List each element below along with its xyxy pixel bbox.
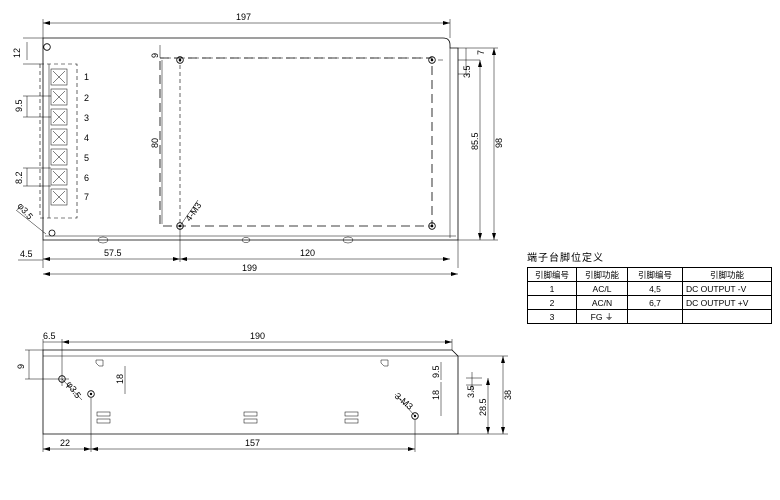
dim-bottom-b: 120 — [300, 248, 315, 258]
table-cell: DC OUTPUT +V — [682, 295, 772, 310]
dim-pitch: 9.5 — [14, 99, 24, 112]
mount-screws — [176, 56, 436, 230]
terminal-number: 1 — [84, 72, 89, 82]
dim-side-right-b: 18 — [431, 390, 441, 400]
dim-bottom-total: 199 — [242, 263, 257, 273]
hole-top-left — [43, 43, 51, 51]
dim-right-c: 85.5 — [470, 132, 480, 150]
terminal-number: 6 — [84, 173, 89, 183]
table-cell: 6,7 — [627, 295, 683, 310]
dim-side-overall: 190 — [250, 331, 265, 341]
dim-mount-vertical: 80 — [150, 138, 160, 148]
table-cell: 1 — [527, 281, 577, 296]
table-row: 2 AC/N 6,7 DC OUTPUT +V — [527, 295, 772, 310]
dim-hole-dia: φ3.5 — [15, 201, 34, 221]
dim-side-hole-dia: φ3.5 — [64, 379, 83, 400]
table-cell: FG ⏚ — [576, 309, 628, 324]
terminal-number: 3 — [84, 113, 89, 123]
table-cell: AC/L — [576, 281, 628, 296]
dim-side-thread: 3-M3 — [393, 391, 415, 412]
terminal-screws — [48, 64, 68, 218]
pin-definition-table: 端子台脚位定义 引脚编号 引脚功能 引脚编号 引脚功能 1 AC/L 4,5 D… — [527, 249, 772, 324]
bottom-features — [45, 235, 456, 244]
top-view-outline — [42, 37, 459, 241]
dim-side-right-d: 28.5 — [478, 398, 488, 416]
table-header-cell: 引脚功能 — [576, 267, 628, 282]
dim-side-left-v: 9 — [16, 364, 26, 369]
dim-side-right-e: 38 — [503, 390, 513, 400]
terminal-number: 5 — [84, 153, 89, 163]
pin-table-grid: 引脚编号 引脚功能 引脚编号 引脚功能 1 AC/L 4,5 DC OUTPUT… — [527, 267, 772, 324]
dim-overall-top: 197 — [236, 12, 251, 22]
table-header-row: 引脚编号 引脚功能 引脚编号 引脚功能 — [527, 267, 772, 282]
dim-side-left-a: 6.5 — [43, 331, 56, 341]
dim-hole-top: 12 — [12, 48, 22, 58]
dim-side-slot-v: 18 — [115, 374, 125, 384]
table-cell — [627, 309, 683, 324]
terminal-number: 7 — [84, 192, 89, 202]
dim-left-offset: 4.5 — [20, 249, 33, 259]
terminal-number: 4 — [84, 133, 89, 143]
dim-side-bottom-a: 22 — [60, 438, 70, 448]
dim-side-right-a: 9.5 — [431, 365, 441, 378]
dim-bottom-a: 57.5 — [104, 248, 122, 258]
table-cell: 2 — [527, 295, 577, 310]
terminal-block — [39, 63, 78, 219]
dim-side-bottom-b: 157 — [245, 438, 260, 448]
dim-pitch-2: 8.2 — [14, 171, 24, 184]
pin-table-title: 端子台脚位定义 — [527, 253, 604, 264]
table-header-cell: 引脚功能 — [682, 267, 772, 282]
vent-slots — [96, 411, 359, 424]
table-cell: AC/N — [576, 295, 628, 310]
table-cell: 4,5 — [627, 281, 683, 296]
table-cell: 3 — [527, 309, 577, 324]
dim-mount-thread: 4-M3 — [183, 201, 203, 224]
table-row: 3 FG ⏚ — [527, 309, 772, 324]
table-header-cell: 引脚编号 — [627, 267, 683, 282]
mounting-outline — [159, 57, 433, 227]
table-header-cell: 引脚编号 — [527, 267, 577, 282]
dim-side-right-c: 3.5 — [466, 385, 476, 398]
side-view-outline — [42, 349, 459, 435]
table-cell — [682, 309, 772, 324]
table-cell: DC OUTPUT -V — [682, 281, 772, 296]
dim-mount-offset-top: 9 — [150, 53, 160, 58]
terminal-number: 2 — [84, 93, 89, 103]
dim-right-d: 98 — [494, 138, 504, 148]
table-row: 1 AC/L 4,5 DC OUTPUT -V — [527, 281, 772, 296]
dim-right-a: 7 — [476, 50, 486, 55]
side-view: 190 6.5 9 φ3.5 18 3-M3 9.5 18 3.5 28.5 — [16, 331, 513, 452]
dim-right-b: 3.5 — [462, 65, 472, 78]
top-view: 1 2 3 4 5 6 7 197 — [12, 12, 504, 276]
